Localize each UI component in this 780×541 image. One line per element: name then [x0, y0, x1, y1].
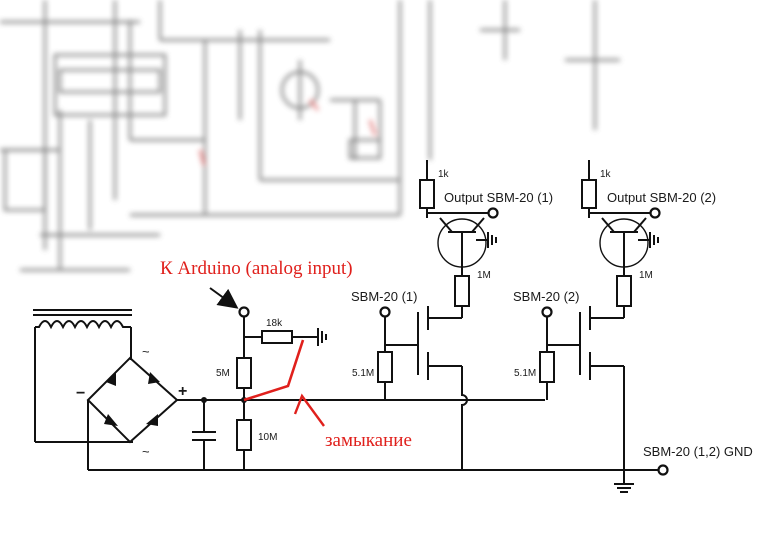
sbm20-2-label: SBM-20 (2) — [513, 289, 579, 304]
output-2-label: Output SBM-20 (2) — [607, 190, 716, 205]
short-circuit-annotation — [209, 287, 325, 427]
resistor-1k-b — [581, 179, 597, 209]
label-5-1m-b: 5.1M — [514, 368, 536, 379]
counter-stage-2 — [539, 160, 661, 470]
ground-symbol — [614, 464, 669, 493]
label-1k-b: 1k — [600, 169, 612, 180]
tilde-bottom-label: ~ — [142, 444, 150, 459]
label-18k: 18k — [266, 318, 283, 329]
transistor-1 — [437, 218, 487, 268]
transistor-2 — [599, 218, 649, 268]
resistor-1m-b — [616, 275, 632, 307]
blurred-background-schematic — [0, 0, 620, 272]
label-10m: 10M — [258, 432, 277, 443]
arduino-label: К Arduino (analog input) — [160, 258, 353, 279]
transformer — [33, 309, 133, 443]
counter-stage-1 — [377, 160, 499, 470]
resistor-5m — [236, 357, 252, 389]
output-2-terminal — [649, 207, 661, 219]
tilde-top-label: ~ — [142, 344, 150, 359]
resistor-10m — [236, 419, 252, 451]
plus-label: + — [178, 383, 187, 400]
gnd-terminal — [657, 464, 669, 476]
diode-bridge: ~ ~ + − — [76, 344, 187, 459]
diode-tl — [106, 372, 116, 386]
minus-label: − — [76, 385, 85, 402]
sbm20-1-label: SBM-20 (1) — [351, 289, 417, 304]
resistor-1m-a — [454, 275, 470, 307]
resistor-5-1m-a — [377, 351, 393, 383]
arduino-arrow — [209, 287, 239, 309]
output-1-label: Output SBM-20 (1) — [444, 190, 553, 205]
label-5-1m-a: 5.1M — [352, 368, 374, 379]
label-5m: 5M — [216, 368, 230, 379]
diode-br — [146, 414, 158, 426]
resistor-5-1m-b — [539, 351, 555, 383]
diode-bl — [104, 414, 118, 426]
sbm20-1-terminal — [379, 306, 391, 318]
resistor-18k — [261, 330, 293, 344]
label-1m-a: 1M — [477, 270, 491, 281]
arduino-terminal — [238, 306, 250, 318]
resistor-1k-a — [419, 179, 435, 209]
short-circuit-label: замыкание — [325, 430, 412, 451]
sbm20-2-terminal — [541, 306, 553, 318]
label-1m-b: 1M — [639, 270, 653, 281]
diode-tr — [148, 372, 160, 384]
gnd-label: SBM-20 (1,2) GND — [643, 444, 753, 459]
label-1k-a: 1k — [438, 169, 450, 180]
main-wiring — [87, 306, 660, 471]
output-1-terminal — [487, 207, 499, 219]
